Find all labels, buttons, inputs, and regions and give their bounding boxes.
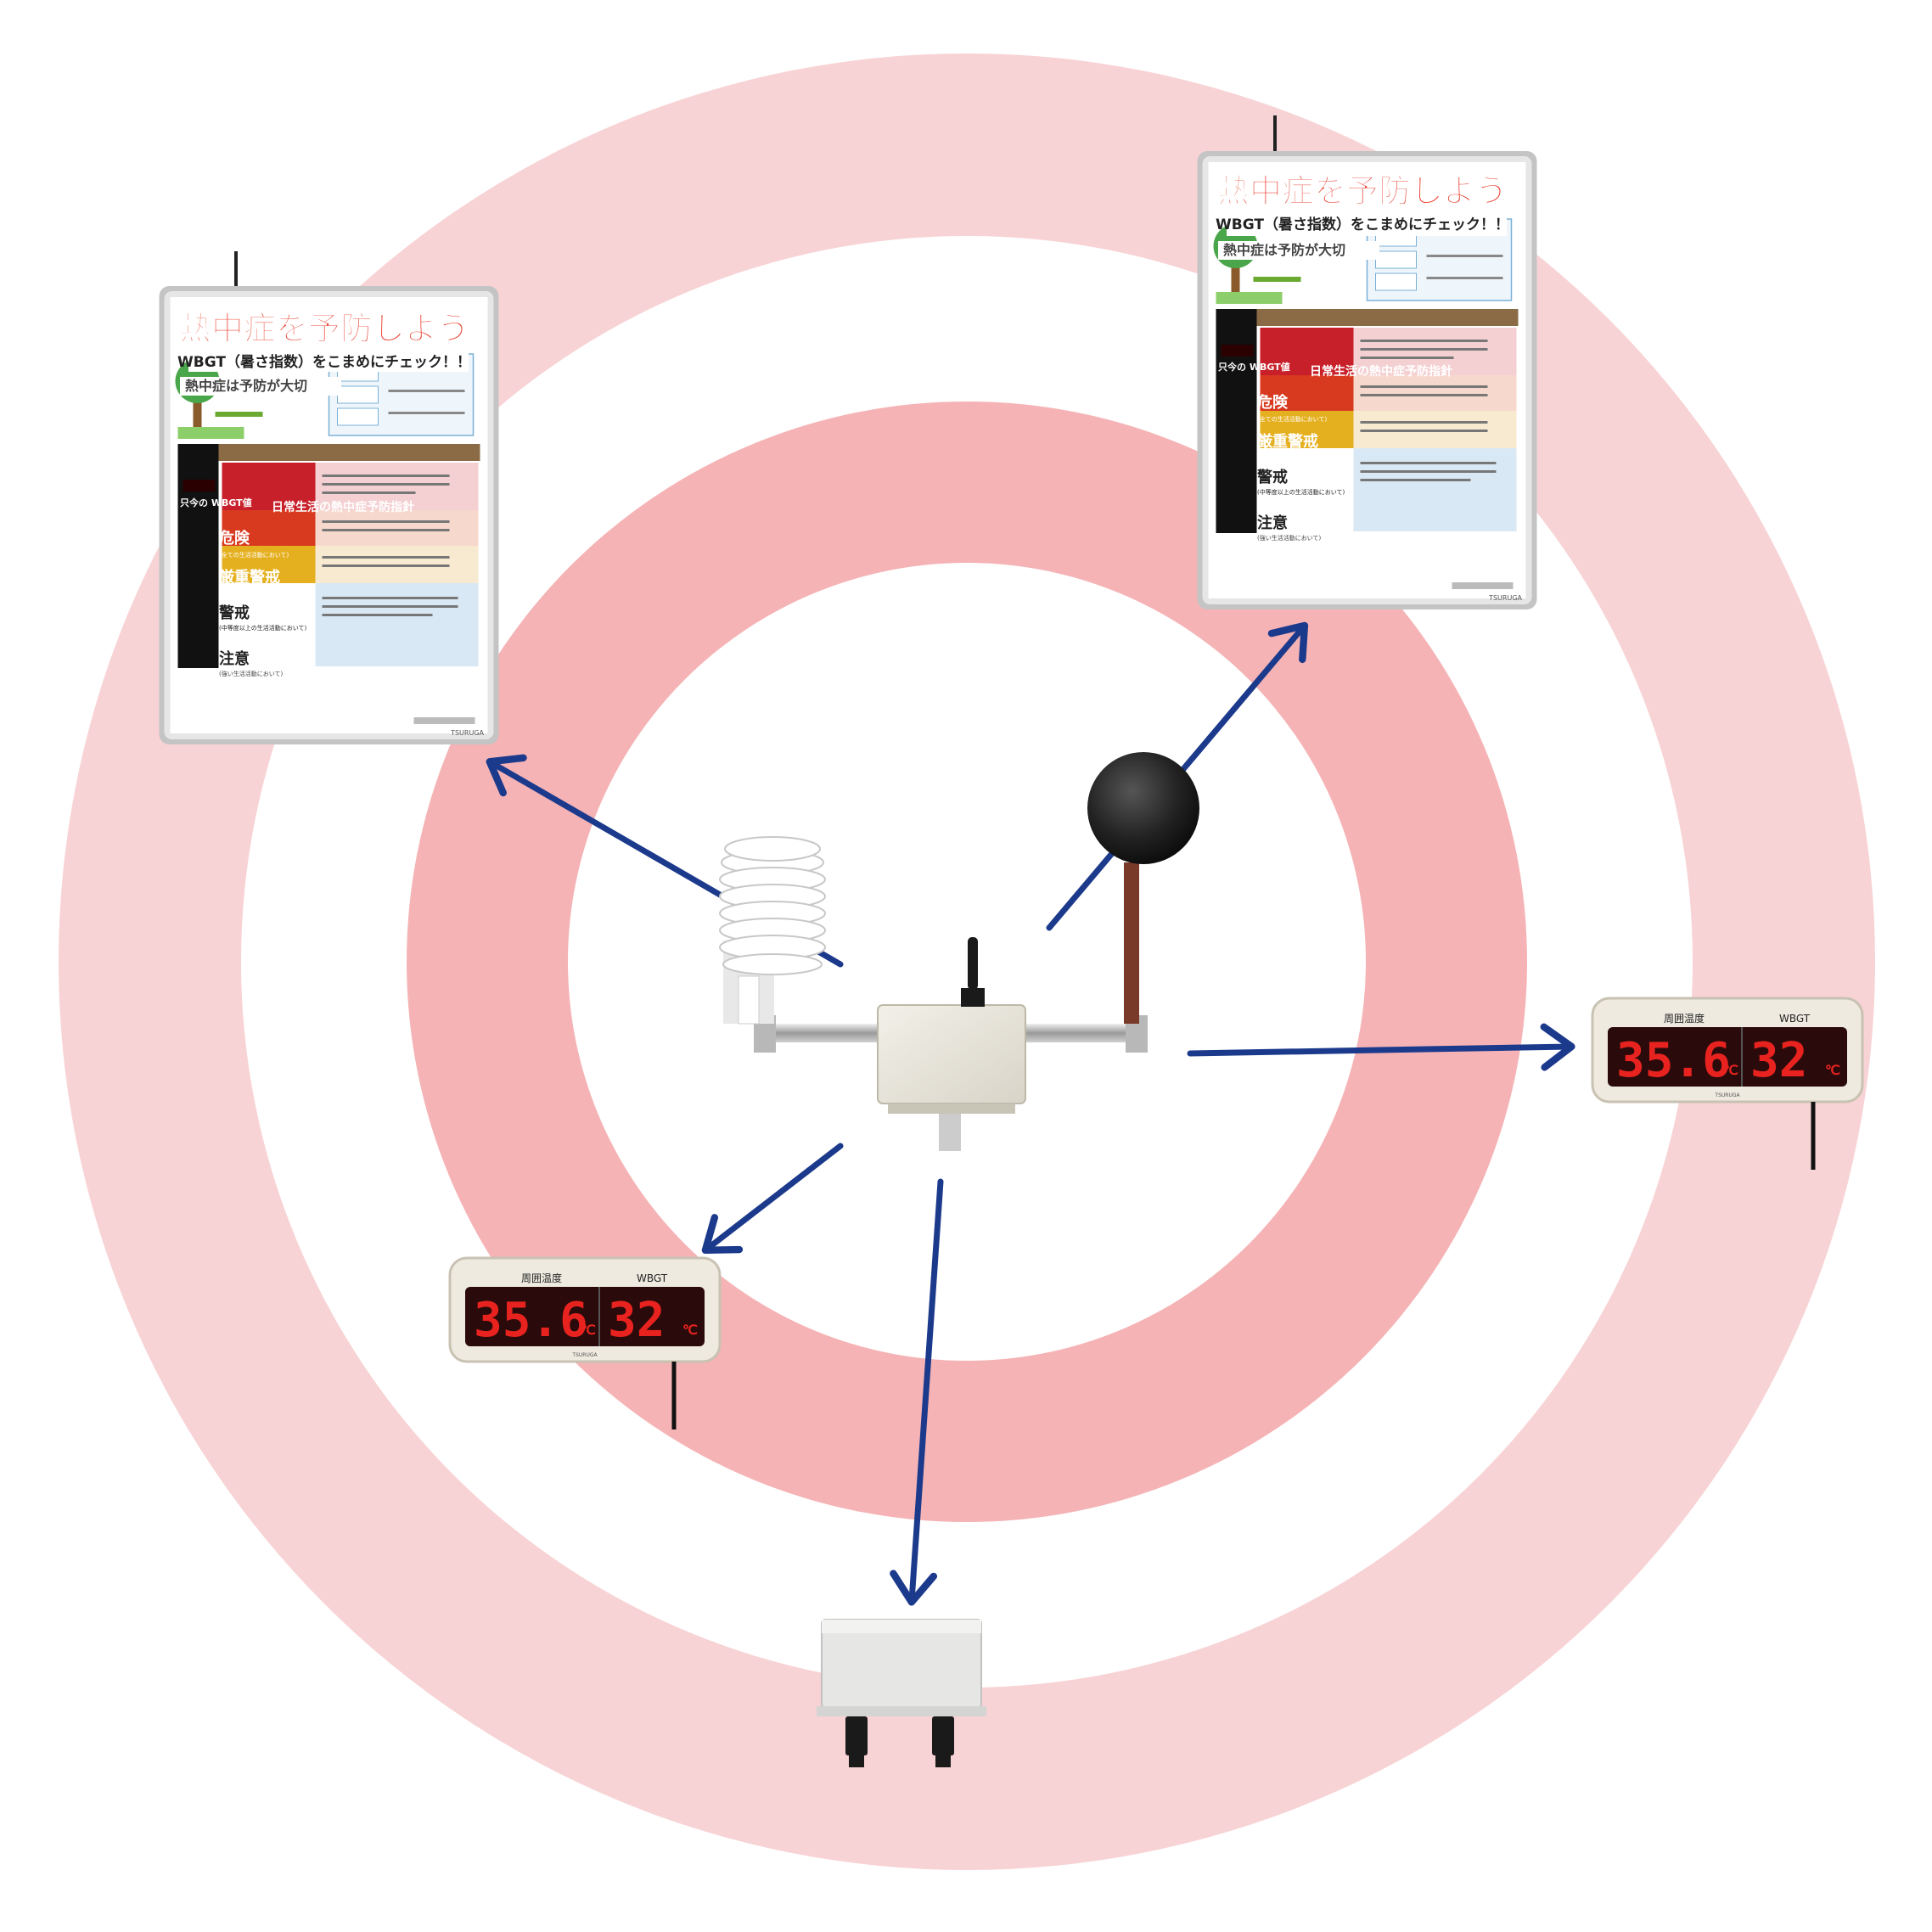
antenna-icon [968,937,978,990]
poster-brand: TSURUGA [1488,594,1522,602]
display-temperature-unit: ℃ [1723,1062,1738,1078]
poster-level-warning-sub: (中等度以上の生活活動において) [1257,488,1345,496]
display-wbgt-unit: ℃ [682,1322,698,1338]
poster-level-warning: 警戒 [219,604,250,622]
black-globe-sensor-icon [1087,752,1199,864]
poster-section-label: 熱中症は予防が大切 [1223,242,1345,258]
display-temperature-unit: ℃ [581,1322,596,1338]
receiver-relay-box [817,1619,986,1767]
poster-current-wbgt-label: 只今の WBGT値 [180,497,252,508]
display-brand: TSURUGA [571,1352,598,1358]
poster-level-severe-sub: (全ての生活活動において) [219,588,289,596]
poster-level-danger-sub: (全ての生活活動において) [219,551,289,559]
display-temperature-value: 35.6 [474,1293,588,1348]
inner-ring-gap [568,563,1366,1361]
poster-level-caution-sub: (強い生活活動において) [219,670,284,677]
wbgt-sensor-unit [719,752,1199,1151]
display-wbgt-value: 32 [608,1293,665,1348]
arrow-to-lower-display [701,1143,844,1255]
poster-level-severe: 厳重警戒 [1257,432,1318,451]
poster-level-danger-sub: (全ての生活活動において) [1257,415,1328,423]
globe-stem [1124,862,1139,1024]
display-wbgt-value: 32 [1750,1033,1807,1088]
display-temperature-value: 35.6 [1616,1033,1731,1088]
right-wbgt-warning-poster: 熱中症を予防しよう WBGT（暑さ指数）をこまめにチェック！！ 熱中症は予防が大… [1196,115,1538,609]
poster-guide-title: 日常生活の熱中症予防指針 [272,500,414,514]
display-label-wbgt: WBGT [637,1272,668,1284]
poster-level-severe: 厳重警戒 [219,568,280,587]
poster-brand: TSURUGA [450,729,484,737]
display-label-temperature: 周囲温度 [1664,1012,1705,1025]
poster-level-warning: 警戒 [1257,468,1288,486]
display-label-temperature: 周囲温度 [521,1272,562,1284]
right-wbgt-led-display: 周囲温度 WBGT 35.6 ℃ 32 ℃ TSURUGA [1591,997,1864,1170]
transmission-arrows [486,621,1575,1606]
display-label-wbgt: WBGT [1779,1013,1811,1025]
transmitter-box [877,1004,1026,1104]
arrow-to-receiver-box [890,1178,944,1606]
poster-level-caution: 注意 [1257,514,1288,532]
poster-level-danger: 危険 [218,529,250,548]
poster-section-label: 熱中症は予防が大切 [185,378,307,394]
poster-title: 熱中症を予防しよう [179,310,469,347]
poster-level-warning-sub: (中等度以上の生活活動において) [219,624,307,632]
left-wbgt-warning-poster: 熱中症を予防しよう WBGT（暑さ指数）をこまめにチェック！！ 熱中症は予防が大… [158,251,500,744]
display-wbgt-unit: ℃ [1825,1062,1840,1078]
radiation-shield-icon [719,836,826,1025]
arrow-to-right-display [1187,1023,1575,1071]
poster-level-danger: 危険 [1256,393,1289,412]
poster-level-caution: 注意 [219,649,250,668]
poster-title: 熱中症を予防しよう [1217,172,1508,210]
poster-subtitle: WBGT（暑さ指数）をこまめにチェック！！ [1216,216,1509,233]
display-brand: TSURUGA [1714,1092,1740,1098]
poster-level-caution-sub: (強い生活活動において) [1257,534,1322,542]
poster-guide-title: 日常生活の熱中症予防指針 [1310,364,1452,379]
poster-subtitle: WBGT（暑さ指数）をこまめにチェック！！ [177,353,471,371]
poster-current-wbgt-label: 只今の WBGT値 [1218,361,1290,373]
lower-wbgt-led-display: 周囲温度 WBGT 35.6 ℃ 32 ℃ TSURUGA [448,1256,722,1429]
poster-level-severe-sub: (全ての生活活動において) [1257,452,1328,460]
